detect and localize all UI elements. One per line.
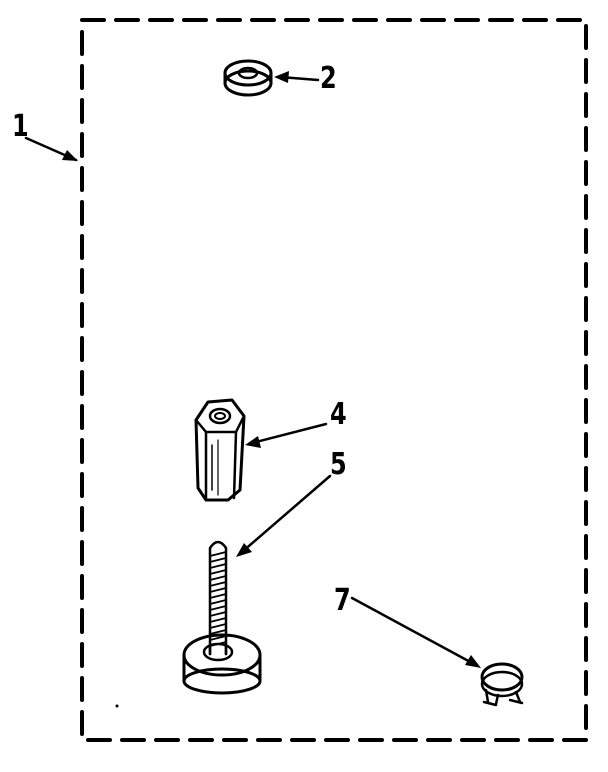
hose-clamp-part [480, 662, 524, 707]
callout-washer: 2 [320, 61, 337, 96]
stud-bolt-part [182, 540, 262, 695]
callout-hose-clamp: 7 [334, 583, 351, 618]
hex-spacer-part [194, 398, 246, 502]
leader-stud-bolt [240, 474, 332, 554]
kit-boundary [80, 18, 588, 742]
callout-kit: 1 [12, 109, 29, 144]
arrowhead-hex-spacer [245, 436, 261, 448]
washer-part [223, 59, 273, 97]
callout-stud-bolt: 5 [330, 447, 347, 482]
leader-hose-clamp [350, 596, 476, 666]
leader-arrows [24, 71, 481, 668]
arrowhead-washer [274, 71, 289, 83]
arrowhead-hose-clamp [465, 655, 481, 668]
leader-hex-spacer [250, 422, 328, 445]
scan-speck [115, 704, 119, 708]
callout-hex-spacer: 4 [330, 397, 347, 432]
arrowhead-kit [62, 150, 78, 161]
arrowhead-stud-bolt [236, 543, 252, 557]
